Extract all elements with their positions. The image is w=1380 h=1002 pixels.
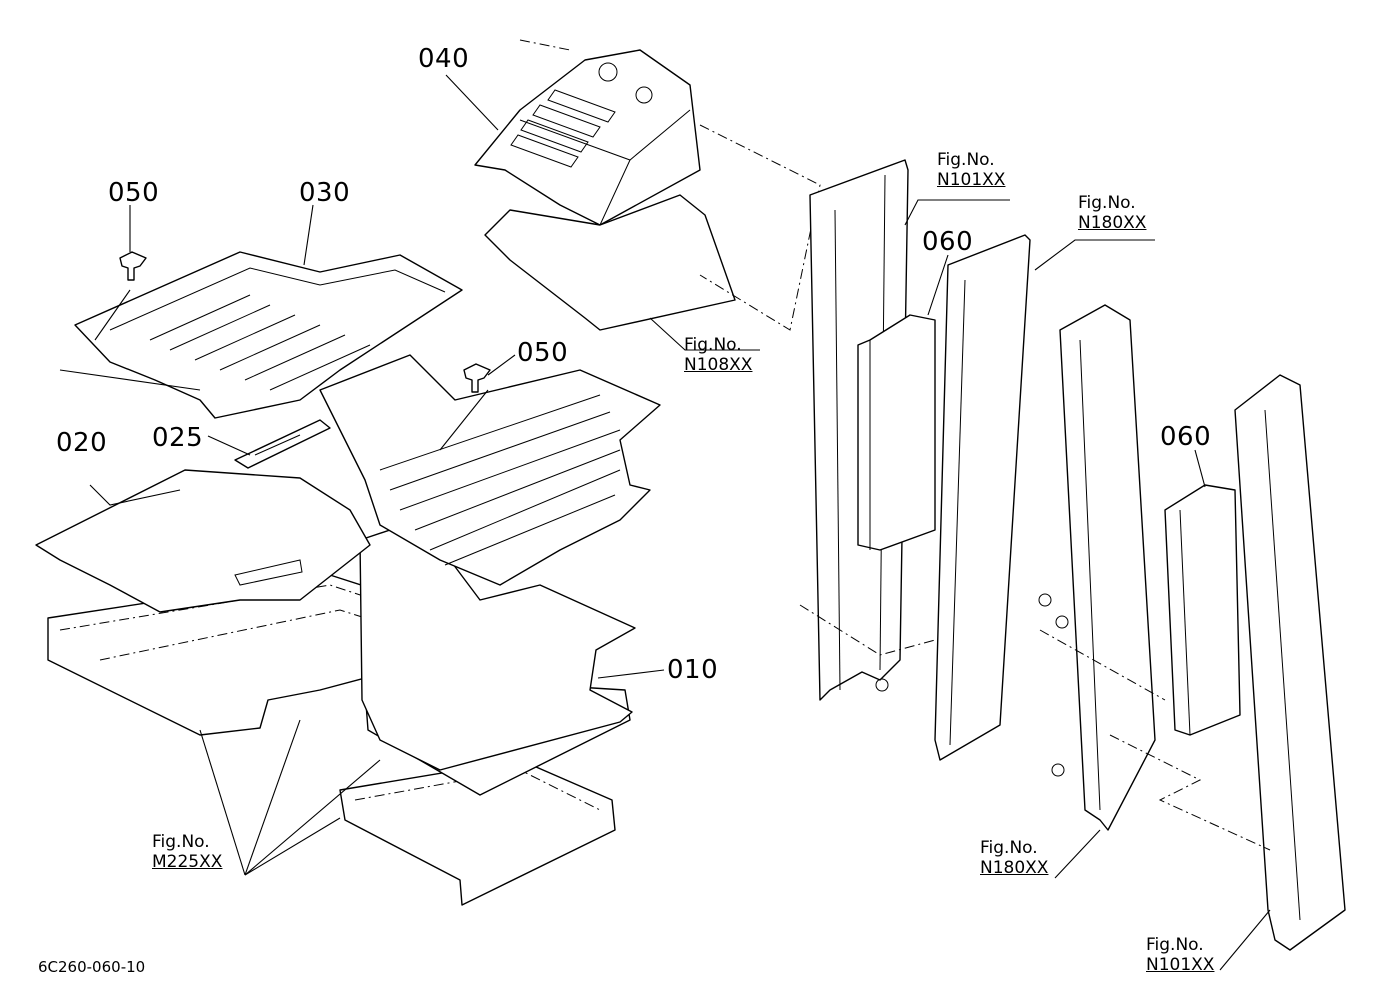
part-010-plate [359, 519, 636, 771]
part-label-060-left: 060 [922, 227, 974, 257]
part-label-060-right: 060 [1160, 422, 1212, 452]
part-030-floor-mat-left [74, 251, 463, 419]
fig-ref-n101xx-bottom: Fig.No. N101XX [1146, 935, 1215, 975]
panel-n180xx-center [934, 234, 1031, 761]
assembly-lines [799, 593, 1271, 851]
part-060-block-left [857, 314, 936, 551]
part-label-030: 030 [299, 178, 351, 208]
part-label-050-left: 050 [108, 178, 160, 208]
part-label-010: 010 [667, 655, 719, 685]
part-label-040: 040 [418, 44, 470, 74]
part-050-clip-right [463, 363, 491, 393]
fig-ref-n101xx-top: Fig.No. N101XX [937, 150, 1006, 190]
leader-lines [59, 74, 1271, 971]
part-label-050-right: 050 [517, 338, 569, 368]
fig-ref-n180xx-top: Fig.No. N180XX [1078, 193, 1147, 233]
fig-ref-n108xx: Fig.No. N108XX [684, 335, 753, 375]
panel-n180xx-lower [1059, 304, 1156, 831]
part-040-cover [474, 49, 701, 226]
part-label-020: 020 [56, 428, 108, 458]
part-020-mat [35, 469, 371, 613]
part-030-floor-mat-right [319, 354, 661, 586]
part-025-strip [234, 419, 331, 469]
drawing-code: 6C260-060-10 [38, 958, 146, 976]
housing-n108xx [484, 39, 821, 331]
fig-ref-m225xx: Fig.No. M225XX [152, 832, 223, 872]
column-n101xx-right [1234, 374, 1346, 951]
part-label-025: 025 [152, 423, 204, 453]
part-060-block-right [1164, 484, 1241, 736]
part-050-clip-left [119, 251, 147, 281]
fig-ref-n180xx-bottom: Fig.No. N180XX [980, 838, 1049, 878]
